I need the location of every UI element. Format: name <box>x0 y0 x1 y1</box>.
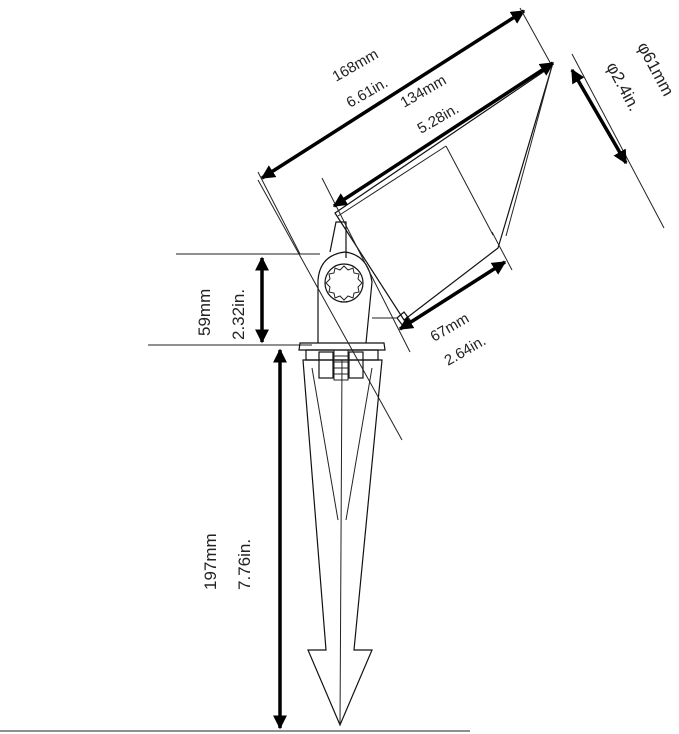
diameter-mm-label: φ61mm <box>633 39 677 99</box>
overall-length-in-label: 6.61in. <box>344 74 392 111</box>
overall-length-right-ext <box>519 7 553 67</box>
body-length-mm-label: 134mm <box>398 72 450 112</box>
overall-length-left-ext <box>257 171 301 255</box>
rear-extension-line <box>491 231 513 271</box>
ground-stake <box>298 342 386 727</box>
body-length-arrow <box>332 61 555 208</box>
rear-length-arrow <box>398 260 507 331</box>
knuckle-joint <box>317 221 373 344</box>
diameter-in-label: φ2.4in. <box>602 59 643 114</box>
knuckle-height-mm-label: 59mm <box>195 289 214 336</box>
stake-length-mm-label: 197mm <box>201 533 220 590</box>
stake-length-in-label: 7.76in. <box>235 539 254 590</box>
knuckle-height-in-label: 2.32in. <box>229 289 248 340</box>
tilt-axis-line <box>257 179 403 441</box>
overall-length-arrow <box>260 9 526 180</box>
diameter-arrow <box>570 68 628 165</box>
